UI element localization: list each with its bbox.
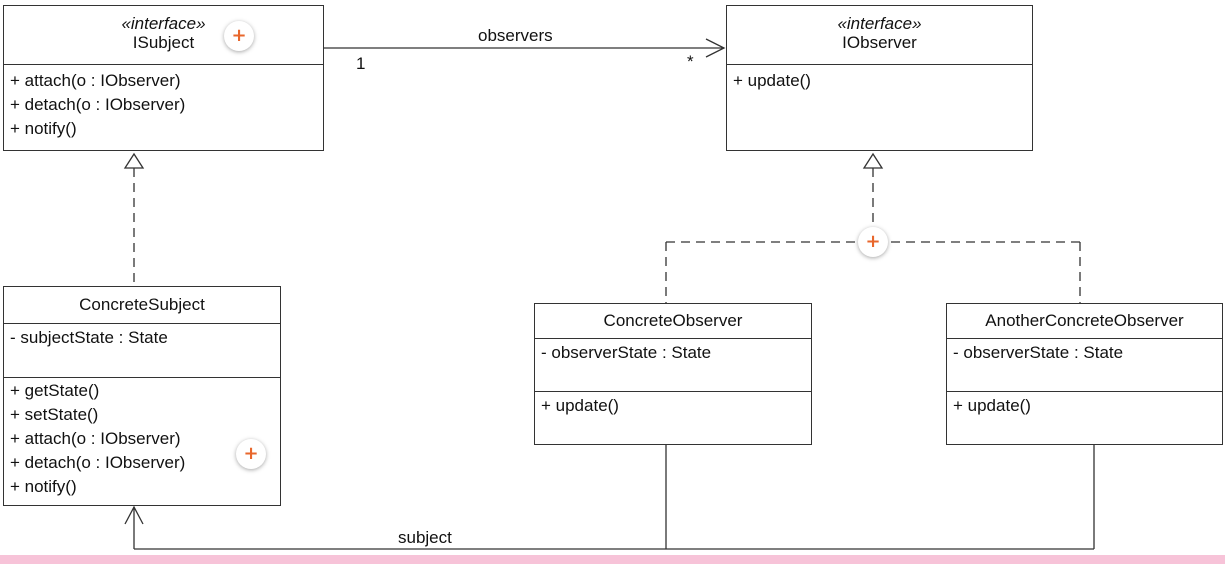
bottom-bar xyxy=(0,555,1225,564)
concrete-observer-operations: + update() xyxy=(535,391,811,444)
concrete-observer-name: ConcreteObserver xyxy=(603,311,743,330)
open-arrowhead-icon xyxy=(705,38,726,58)
concrete-observer-attributes: - observerState : State xyxy=(535,338,811,391)
subject-label: subject xyxy=(398,528,452,547)
iobserver-operations: + update() xyxy=(727,64,1032,150)
concrete-subject-name: ConcreteSubject xyxy=(79,295,205,314)
operation: + update() xyxy=(733,71,811,90)
concrete-subject-attributes: - subjectState : State xyxy=(4,323,280,377)
observers-association[interactable] xyxy=(324,38,726,58)
another-concrete-observer-name: AnotherConcreteObserver xyxy=(985,311,1184,330)
attribute: - observerState : State xyxy=(953,343,1124,362)
another-concrete-observer-operations: + update() xyxy=(947,391,1222,444)
concrete-subject-header: ConcreteSubject xyxy=(4,287,280,323)
class-concrete-observer[interactable]: ConcreteObserver - observerState : State… xyxy=(534,303,812,445)
operation: + attach(o : IObserver) xyxy=(10,429,181,448)
isubject-name: ISubject xyxy=(132,33,195,52)
class-another-concrete-observer[interactable]: AnotherConcreteObserver - observerState … xyxy=(946,303,1223,445)
iobserver-stereotype: «interface» xyxy=(837,14,922,33)
class-iobserver[interactable]: «interface» IObserver + update() xyxy=(726,5,1033,151)
attribute: - subjectState : State xyxy=(10,328,168,347)
operation: + setState() xyxy=(10,405,99,424)
hollow-triangle-icon xyxy=(123,152,145,169)
operation: + update() xyxy=(541,396,619,415)
operation: + detach(o : IObserver) xyxy=(10,95,186,114)
class-isubject[interactable]: «interface» ISubject + attach(o : IObser… xyxy=(3,5,324,151)
isubject-operations: + attach(o : IObserver) + detach(o : IOb… xyxy=(4,64,323,150)
another-concrete-observer-attributes: - observerState : State xyxy=(947,338,1222,391)
add-button[interactable]: + xyxy=(858,227,888,257)
hollow-triangle-icon xyxy=(862,152,884,169)
add-button[interactable]: + xyxy=(224,21,254,51)
observers-label: observers xyxy=(478,26,553,45)
open-arrowhead-icon xyxy=(124,505,144,525)
observers-target-multiplicity: * xyxy=(687,52,694,71)
isubject-header: «interface» ISubject xyxy=(4,6,323,64)
subject-association[interactable] xyxy=(124,444,1095,550)
concrete-subject-operations: + getState() + setState() + attach(o : I… xyxy=(4,377,280,505)
operation: + notify() xyxy=(10,119,77,138)
another-concrete-observer-header: AnotherConcreteObserver xyxy=(947,304,1222,338)
observers-source-multiplicity: 1 xyxy=(356,54,366,73)
add-button[interactable]: + xyxy=(236,439,266,469)
isubject-realization[interactable] xyxy=(123,152,145,286)
operation: + update() xyxy=(953,396,1031,415)
concrete-observer-header: ConcreteObserver xyxy=(535,304,811,338)
operation: + detach(o : IObserver) xyxy=(10,453,186,472)
operation: + notify() xyxy=(10,477,77,496)
operation: + attach(o : IObserver) xyxy=(10,71,181,90)
isubject-stereotype: «interface» xyxy=(121,14,206,33)
operation: + getState() xyxy=(10,381,100,400)
iobserver-header: «interface» IObserver xyxy=(727,6,1032,64)
attribute: - observerState : State xyxy=(541,343,712,362)
iobserver-name: IObserver xyxy=(842,33,917,52)
class-concrete-subject[interactable]: ConcreteSubject - subjectState : State +… xyxy=(3,286,281,506)
